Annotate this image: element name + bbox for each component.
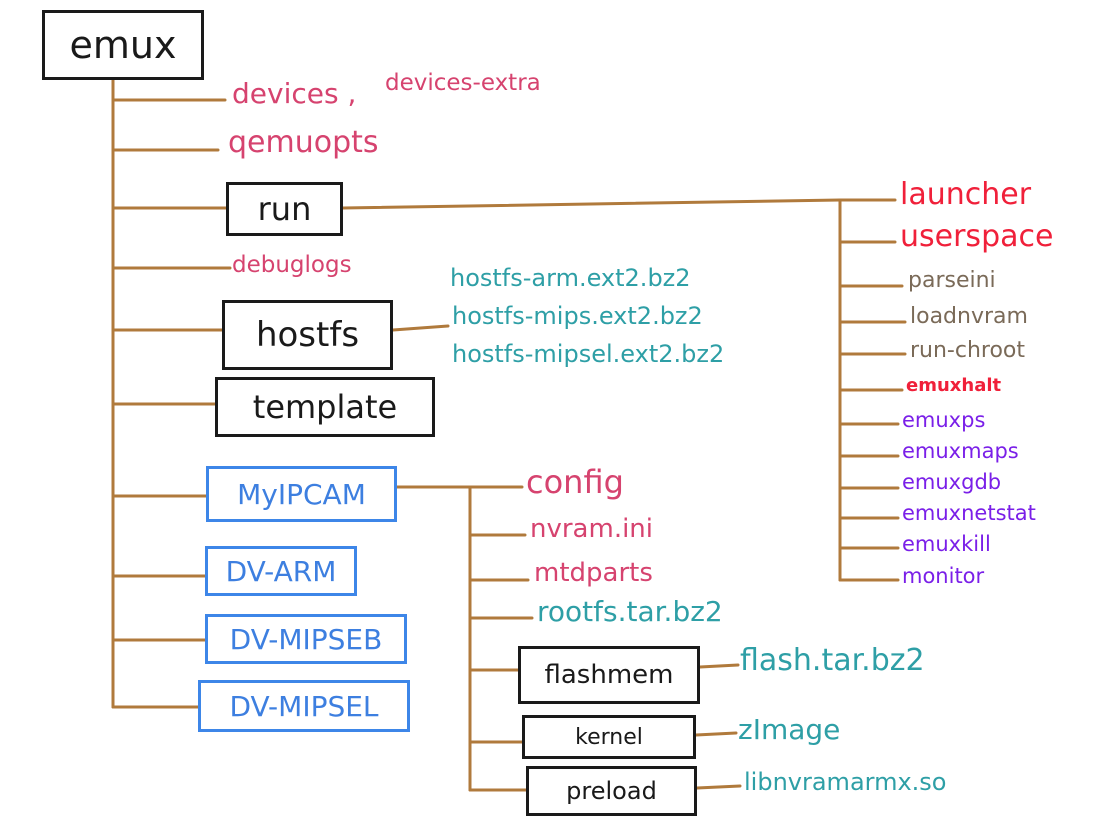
- flashmem-connector-line: [698, 663, 740, 669]
- parseini-label: parseini: [908, 268, 996, 293]
- myipcam-box: MyIPCAM: [206, 466, 397, 522]
- flash-tar-label: flash.tar.bz2: [740, 643, 925, 678]
- preload-box: preload: [526, 766, 697, 816]
- hostfs-box: hostfs: [222, 300, 393, 370]
- debuglogs-label: debuglogs: [232, 252, 352, 278]
- rootfs-tar-label: rootfs.tar.bz2: [537, 595, 723, 628]
- mtdparts-label: mtdparts: [534, 558, 653, 588]
- emuxmaps-label: emuxmaps: [902, 439, 1019, 463]
- root-label: emux: [69, 23, 177, 67]
- hostfs-connector-line: [391, 324, 450, 332]
- devices-label: devices ,: [232, 77, 357, 110]
- flashmem-box: flashmem: [518, 646, 700, 704]
- kernel-connector-line: [694, 731, 738, 737]
- zimage-label: zImage: [738, 713, 841, 746]
- nvram-ini-label: nvram.ini: [530, 514, 654, 544]
- libnvram-label: libnvramarmx.so: [744, 768, 947, 796]
- hostfs-mipsel-label: hostfs-mipsel.ext2.bz2: [452, 340, 725, 368]
- dv-arm-label: DV-ARM: [225, 554, 337, 588]
- run-box: run: [226, 182, 343, 236]
- emuxps-label: emuxps: [902, 408, 986, 432]
- dv-mipsel-box: DV-MIPSEL: [198, 680, 410, 732]
- run-label: run: [257, 190, 312, 228]
- config-label: config: [526, 463, 624, 501]
- flashmem-label: flashmem: [544, 660, 674, 690]
- root-emux-box: emux: [42, 10, 204, 80]
- emuxgdb-label: emuxgdb: [902, 470, 1002, 494]
- preload-connector-line: [695, 784, 742, 790]
- emuxnetstat-label: emuxnetstat: [902, 501, 1036, 525]
- template-label: template: [252, 388, 398, 426]
- myipcam-label: MyIPCAM: [237, 477, 366, 511]
- dv-arm-box: DV-ARM: [205, 546, 357, 596]
- kernel-box: kernel: [522, 715, 696, 759]
- dv-mipseb-box: DV-MIPSEB: [205, 614, 407, 664]
- run-to-subtree-line: [341, 198, 842, 210]
- hostfs-arm-label: hostfs-arm.ext2.bz2: [450, 264, 691, 292]
- dv-mipsel-label: DV-MIPSEL: [229, 689, 379, 723]
- preload-label: preload: [566, 777, 657, 805]
- monitor-label: monitor: [902, 564, 985, 588]
- hostfs-label: hostfs: [255, 315, 360, 355]
- emuxkill-label: emuxkill: [902, 532, 991, 556]
- launcher-label: launcher: [900, 177, 1032, 212]
- loadnvram-label: loadnvram: [910, 304, 1028, 329]
- kernel-label: kernel: [575, 724, 643, 750]
- userspace-label: userspace: [900, 219, 1054, 254]
- emuxhalt-label: emuxhalt: [906, 375, 1002, 396]
- hostfs-mips-label: hostfs-mips.ext2.bz2: [452, 302, 703, 330]
- devices-extra-label: devices-extra: [385, 70, 541, 96]
- template-box: template: [215, 377, 435, 437]
- run-chroot-label: run-chroot: [910, 338, 1026, 363]
- qemuopts-label: qemuopts: [228, 125, 379, 160]
- dv-mipseb-label: DV-MIPSEB: [229, 622, 383, 656]
